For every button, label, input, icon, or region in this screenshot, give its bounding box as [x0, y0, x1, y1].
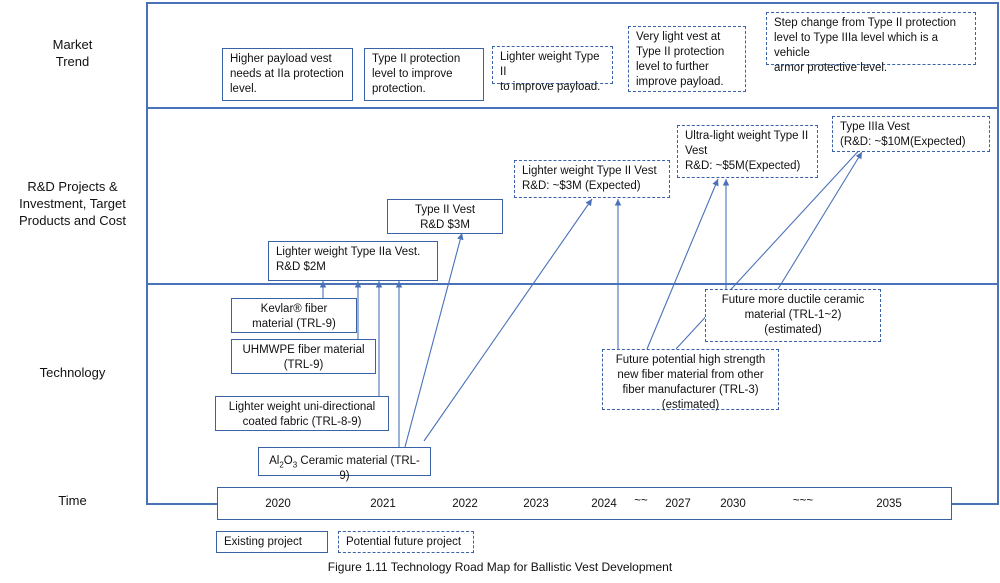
timeline-tick-2022: 2022 [452, 498, 478, 510]
market-box-higher-payload: Higher payload vest needs at IIa protect… [222, 48, 353, 101]
timeline-gap-2: ~~~ [792, 495, 814, 507]
ceramic-label-sub2: 3 [292, 460, 298, 470]
ceramic-label-mid: O [283, 455, 293, 467]
figure-caption: Figure 1.11 Technology Road Map for Ball… [327, 560, 673, 574]
timeline-tick-2023: 2023 [523, 498, 549, 510]
market-box-lighter-type-ii: Lighter weight Type II to improve payloa… [492, 46, 613, 93]
market-box-step-change-iiia: Step change from Type II protection leve… [766, 12, 976, 74]
tech-box-kevlar: Kevlar® fiber material (TRL-9) [231, 298, 357, 333]
tech-box-uhmwpe: UHMWPE fiber material (TRL-9) [231, 339, 376, 374]
timeline-gap-1: ~~ [634, 495, 648, 507]
tech-box-future-ceramic: Future more ductile ceramic material (TR… [705, 289, 881, 342]
arrow-ceramic-to-lighter-typeii [423, 198, 593, 442]
timeline-bar [217, 487, 952, 520]
market-box-type-ii-protection: Type II protection level to improve prot… [364, 48, 484, 101]
ceramic-label-sub1: 2 [279, 460, 284, 470]
lane-label-time: Time [58, 493, 87, 508]
rnd-box-lighter-type-ii-vest: Lighter weight Type II Vest R&D: ~$3M (E… [514, 160, 670, 198]
timeline-tick-2027: 2027 [665, 498, 691, 510]
rnd-box-type-iiia-vest: Type IIIa Vest (R&D: ~$10M(Expected) [832, 116, 990, 152]
lane-divider-market-rnd [146, 107, 999, 109]
tech-box-al2o3-ceramic: Al2O3 Ceramic material (TRL-9) [258, 447, 431, 482]
timeline-tick-2021: 2021 [370, 498, 396, 510]
rnd-box-type-ii-vest: Type II Vest R&D $3M [387, 199, 503, 234]
arrow-newfiber-to-ultralight [646, 178, 719, 350]
legend-existing-project: Existing project [216, 531, 328, 553]
arrow-ceramic-to-typeii [404, 232, 464, 448]
market-box-very-light-vest: Very light vest at Type II protection le… [628, 26, 746, 92]
ceramic-label-suffix: Ceramic material (TRL-9) [297, 455, 420, 482]
timeline-tick-2020: 2020 [265, 498, 291, 510]
lane-divider-rnd-technology [146, 283, 999, 285]
tech-box-future-fiber: Future potential high strength new fiber… [602, 349, 779, 411]
ceramic-label-prefix: Al [269, 455, 280, 467]
rnd-box-lighter-type-iia: Lighter weight Type IIa Vest. R&D $2M [268, 241, 438, 281]
rnd-box-ultra-light-type-ii: Ultra-light weight Type II Vest R&D: ~$5… [677, 125, 818, 178]
arrow-ceramic-future-to-typeiiia [777, 151, 863, 290]
timeline-tick-2035: 2035 [876, 498, 902, 510]
timeline-tick-2030: 2030 [720, 498, 746, 510]
timeline-tick-2024: 2024 [591, 498, 617, 510]
lane-label-market: Market Trend [52, 37, 93, 69]
tech-box-ud-fabric: Lighter weight uni-directional coated fa… [215, 396, 389, 431]
legend-potential-future-project: Potential future project [338, 531, 474, 553]
lane-label-rnd: R&D Projects & Investment, Target Produc… [19, 179, 126, 228]
lane-label-technology: Technology [39, 365, 106, 380]
